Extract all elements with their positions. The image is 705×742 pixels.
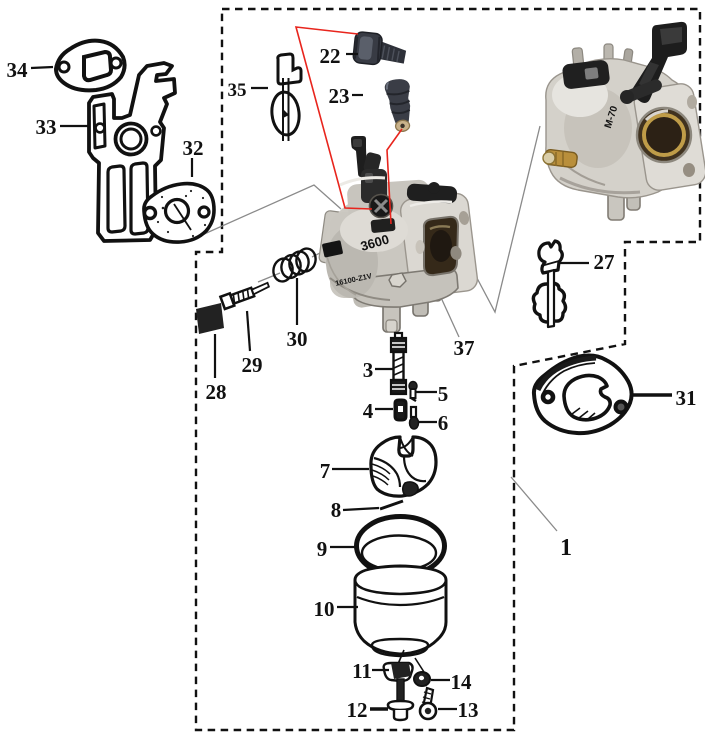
svg-text:4: 4: [363, 399, 374, 423]
svg-text:12: 12: [347, 698, 368, 722]
svg-text:5: 5: [438, 382, 449, 406]
svg-text:3: 3: [363, 358, 374, 382]
svg-text:1: 1: [560, 535, 572, 561]
svg-text:9: 9: [317, 537, 328, 561]
svg-text:10: 10: [314, 597, 335, 621]
svg-text:34: 34: [7, 58, 29, 82]
svg-text:31: 31: [676, 386, 697, 410]
svg-text:29: 29: [242, 353, 263, 377]
svg-text:6: 6: [438, 411, 449, 435]
svg-text:8: 8: [331, 498, 342, 522]
svg-text:7: 7: [320, 459, 331, 483]
svg-text:30: 30: [287, 327, 308, 351]
svg-text:13: 13: [458, 698, 479, 722]
svg-text:32: 32: [183, 136, 204, 160]
svg-text:28: 28: [206, 380, 227, 404]
svg-text:37: 37: [454, 336, 475, 360]
svg-text:11: 11: [352, 659, 372, 683]
svg-text:14: 14: [451, 670, 473, 694]
svg-text:33: 33: [36, 115, 57, 139]
svg-text:35: 35: [228, 80, 247, 101]
svg-text:22: 22: [320, 44, 341, 68]
svg-text:23: 23: [329, 84, 350, 108]
svg-text:27: 27: [594, 250, 615, 274]
